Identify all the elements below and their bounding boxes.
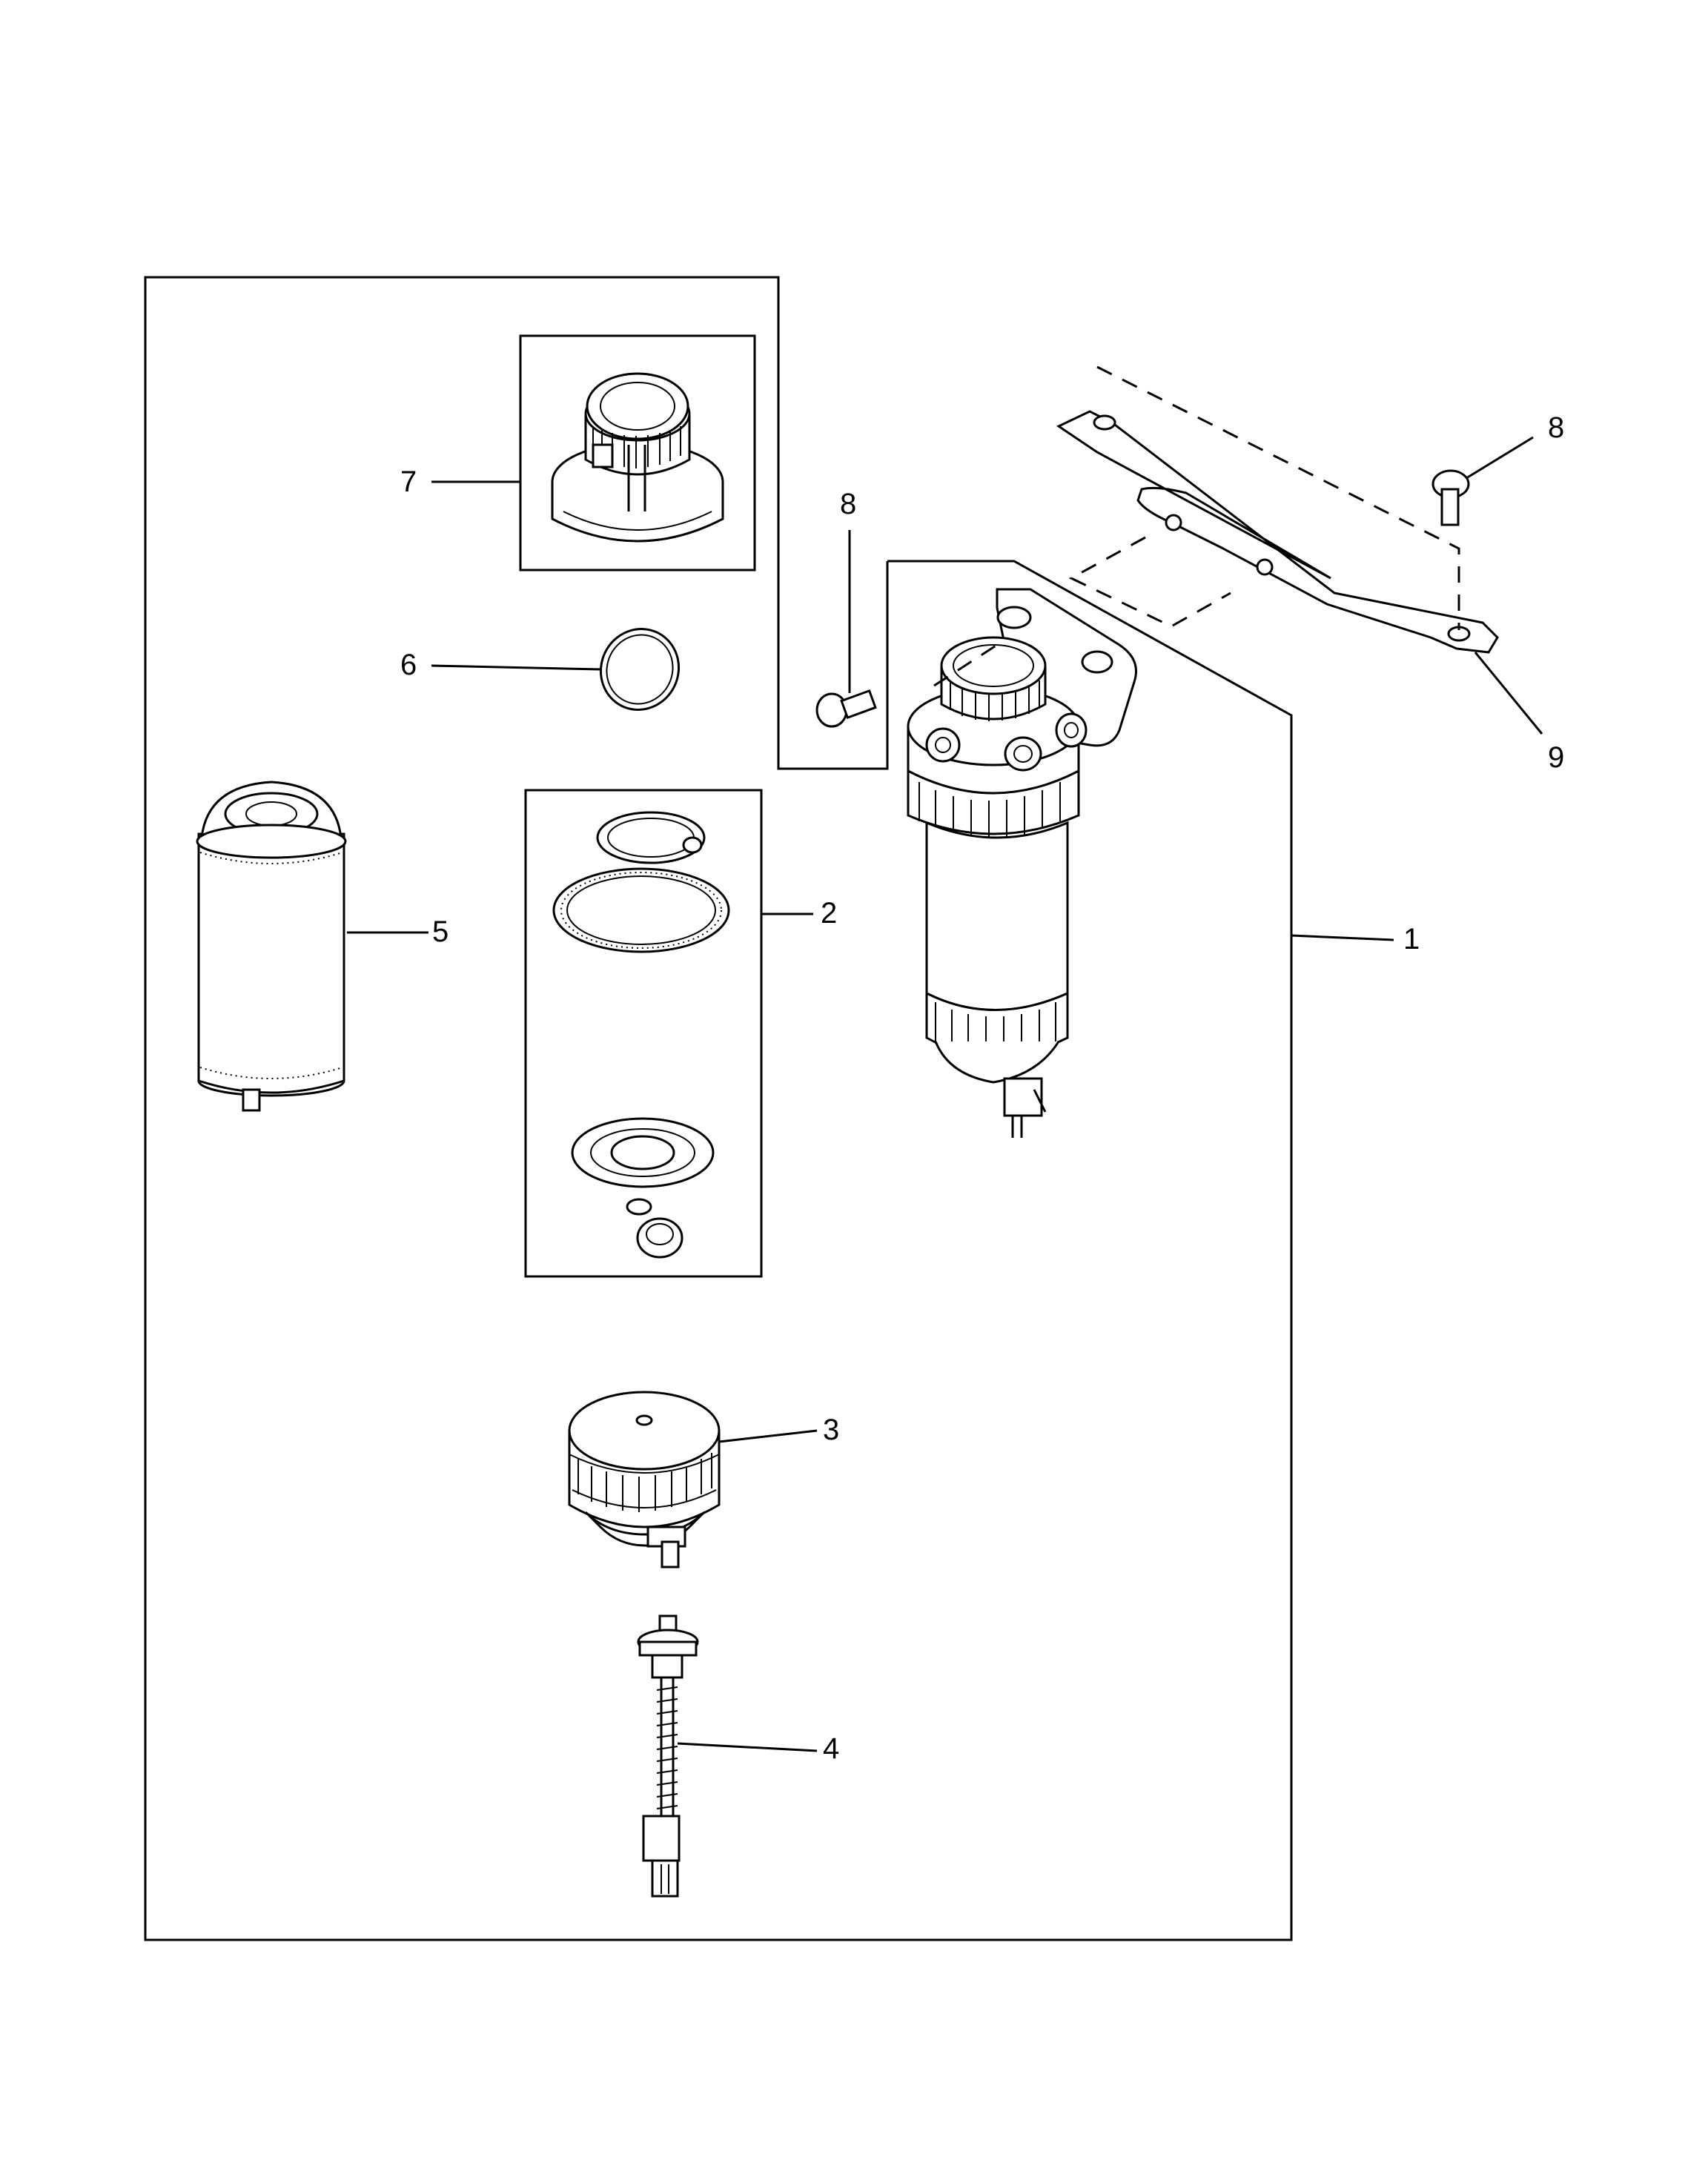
callout-9: 9 [1548, 741, 1564, 774]
callout-2: 2 [821, 897, 837, 930]
assembly-guide-lines [933, 365, 1460, 687]
mounting-bracket-part [1056, 410, 1499, 654]
seal-kit-part [552, 811, 730, 1259]
callout-8-left: 8 [840, 488, 856, 520]
box-item-7 [519, 334, 756, 572]
callout-1: 1 [1403, 923, 1420, 955]
filter-element-part [196, 781, 347, 1112]
assembly-boundary [144, 276, 1293, 1941]
fuel-filter-assembly-part [907, 588, 1137, 1138]
callout-3: 3 [823, 1414, 839, 1446]
callout-4: 4 [823, 1732, 839, 1765]
bolt-part-left [815, 689, 877, 728]
bolt-part-right [1431, 469, 1470, 526]
leader-lines [347, 436, 1543, 1752]
filter-cap-assembly-part [551, 372, 724, 543]
box-item-2 [524, 789, 763, 1278]
water-sensor-part [637, 1614, 699, 1898]
water-bowl-part [568, 1391, 721, 1569]
callout-6: 6 [400, 649, 417, 681]
callout-7: 7 [400, 466, 417, 498]
callout-5: 5 [432, 915, 448, 948]
o-ring-part [599, 628, 681, 711]
callout-8-right: 8 [1548, 411, 1564, 444]
